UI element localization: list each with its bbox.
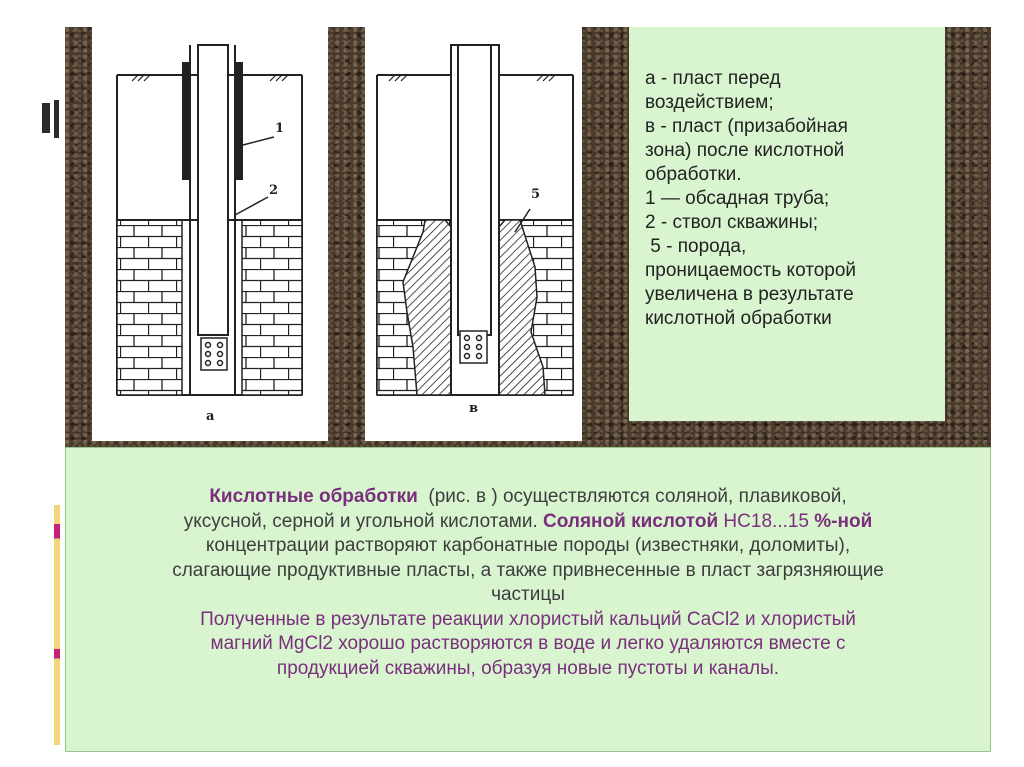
text-line-8: продукцией скважины, образуя новые пусто… [276, 657, 780, 679]
text-line-6: Полученные в результате реакции хлористы… [200, 608, 856, 630]
well-diagram-a [116, 44, 303, 396]
text-segment: (рис. в ) осуществляются соляной, плавик… [417, 486, 847, 507]
figure-b-panel: 5 в [365, 27, 582, 441]
text-line-1: Кислотные обработки (рис. в ) осуществля… [66, 485, 990, 510]
figure-b-label: в [469, 401, 479, 416]
callout-1-label: 1 [275, 121, 285, 136]
left-decoration-bar-2 [54, 100, 59, 138]
left-accent-bar [54, 505, 60, 745]
term-acid-treatment: Кислотные обработки [209, 486, 418, 507]
left-decoration-bar-1 [42, 103, 50, 133]
text-line-5: частицы [491, 584, 565, 605]
legend-line: 2 - ствол скважины; [645, 212, 819, 233]
text-line-2: уксусной, серной и угольной кислотами. С… [66, 510, 990, 535]
term-hydrochloric-acid: Соляной кислотой [543, 510, 719, 532]
legend-line: 5 - порода, [645, 236, 747, 257]
well-diagram-b [376, 44, 574, 396]
figure-a-panel: 1 2 а [92, 27, 328, 441]
legend-line: в - пласт (призабойная [645, 116, 848, 137]
figure-a-label: а [206, 409, 215, 424]
text-line-4: слагающие продуктивные пласты, а также п… [172, 559, 884, 581]
main-text-box: Кислотные обработки (рис. в ) осуществля… [65, 447, 991, 752]
legend-line: 1 — обсадная труба; [645, 188, 830, 209]
legend-box: а - пласт перед воздействием; в - пласт … [629, 27, 945, 421]
text-segment: НС18...15 [718, 510, 815, 532]
legend-line: проницаемость которой [645, 260, 857, 281]
legend-line: увеличена в результате [645, 284, 854, 305]
text-line-3: концентрации растворяют карбонатные поро… [205, 535, 851, 556]
text-line-7: магний MgCl2 хорошо растворяются в воде … [210, 633, 846, 654]
legend-line: воздействием; [645, 92, 774, 113]
legend-line: кислотной обработки [645, 308, 832, 329]
legend-line: обработки. [645, 164, 742, 185]
callout-2-label: 2 [269, 183, 279, 198]
legend-line: а - пласт перед [645, 68, 781, 89]
text-segment: уксусной, серной и угольной кислотами. [183, 510, 544, 532]
legend-line: зона) после кислотной [645, 140, 845, 161]
term-percent: %-ной [814, 510, 873, 532]
callout-5-label: 5 [531, 187, 541, 202]
